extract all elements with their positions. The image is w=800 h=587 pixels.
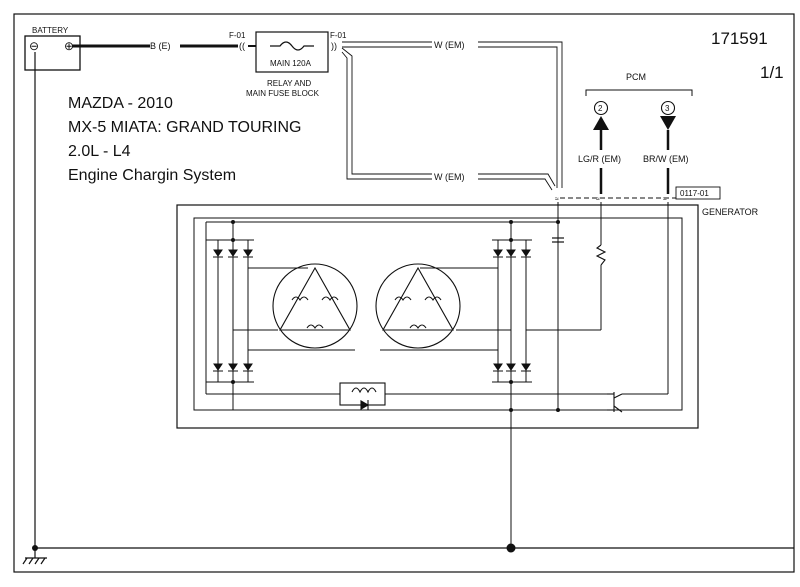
battery-box [24,35,81,71]
pcm-bracket [585,89,693,96]
battery-cable-label: B (E) [150,41,171,51]
page-indicator: 1/1 [760,63,784,82]
page-frame [13,13,795,573]
ground-icon [22,548,47,565]
fuse-rating: MAIN 120A [270,59,312,68]
vehicle-model: MX-5 MIATA: GRAND TOURING [68,119,302,136]
wire-label-w-em-bottom: W (EM) [434,172,465,182]
rectifier-diodes-right [493,249,531,372]
fuse-block: MAIN 120A RELAY AND MAIN FUSE BLOCK [246,31,329,98]
fuse-block-box [255,31,329,73]
stator-winding-right-icon [375,263,461,349]
generator-outer-box [176,204,699,429]
generator-inner-box [193,217,683,411]
pcm: PCM 2 3 [585,72,693,130]
battery: BATTERY ⊖ ⊕ [24,26,81,71]
pcm-output-arrow-icon [593,116,609,130]
w-em-top-mask [432,39,478,51]
battery-negative-icon: ⊖ [29,39,39,53]
pcm-pin-3 [660,100,676,116]
generator-internal-wiring [205,202,669,548]
wire-label-lgr: LG/R (EM) [578,154,621,164]
fuse-block-name-2: MAIN FUSE BLOCK [246,89,320,98]
stator-winding-left-icon [272,263,358,349]
connector-fuse-out-icon: )) [331,41,337,51]
fuse-block-name-1: RELAY AND [267,79,311,88]
field-coil-icon [339,382,386,410]
pcm-pin-2 [593,100,609,116]
w-em-bottom-mask [432,171,478,183]
svg-text:≈: ≈ [596,196,600,203]
pcm-pin-2-label: 2 [598,104,603,113]
vehicle-make-year: MAZDA - 2010 [68,95,173,112]
generator-connector-pins: ≈ ≈ ≈ [555,196,667,203]
pcm-label: PCM [626,72,646,82]
regulator-transistor-icon [607,392,623,413]
svg-text:≈: ≈ [555,196,559,203]
fuse-icon [270,41,314,51]
pcm-input-arrow-icon [660,116,676,130]
connector-fuse-in-label: F-01 [229,31,246,40]
pcm-pin-3-label: 3 [665,104,670,113]
connector-generator-label: 0117-01 [680,189,709,198]
capacitor-icon [552,237,564,243]
resistor-icon [595,244,607,266]
battery-positive-icon: ⊕ [64,39,74,53]
connector-fuse-out-label: F-01 [330,31,347,40]
system-name: Engine Chargin System [68,167,236,184]
junction-dots [231,220,560,412]
engine-spec: 2.0L - L4 [68,143,131,160]
generator-label: GENERATOR [702,207,759,217]
rectifier-diodes-left [213,249,253,372]
diagram-number: 171591 [711,29,768,48]
w-em-wires [341,41,563,191]
connector-generator-box [675,186,721,200]
wire-label-w-em-top: W (EM) [434,40,465,50]
wire-label-brw: BR/W (EM) [643,154,689,164]
connector-fuse-in-icon: (( [239,41,245,51]
battery-label: BATTERY [32,26,69,35]
svg-text:≈: ≈ [663,196,667,203]
